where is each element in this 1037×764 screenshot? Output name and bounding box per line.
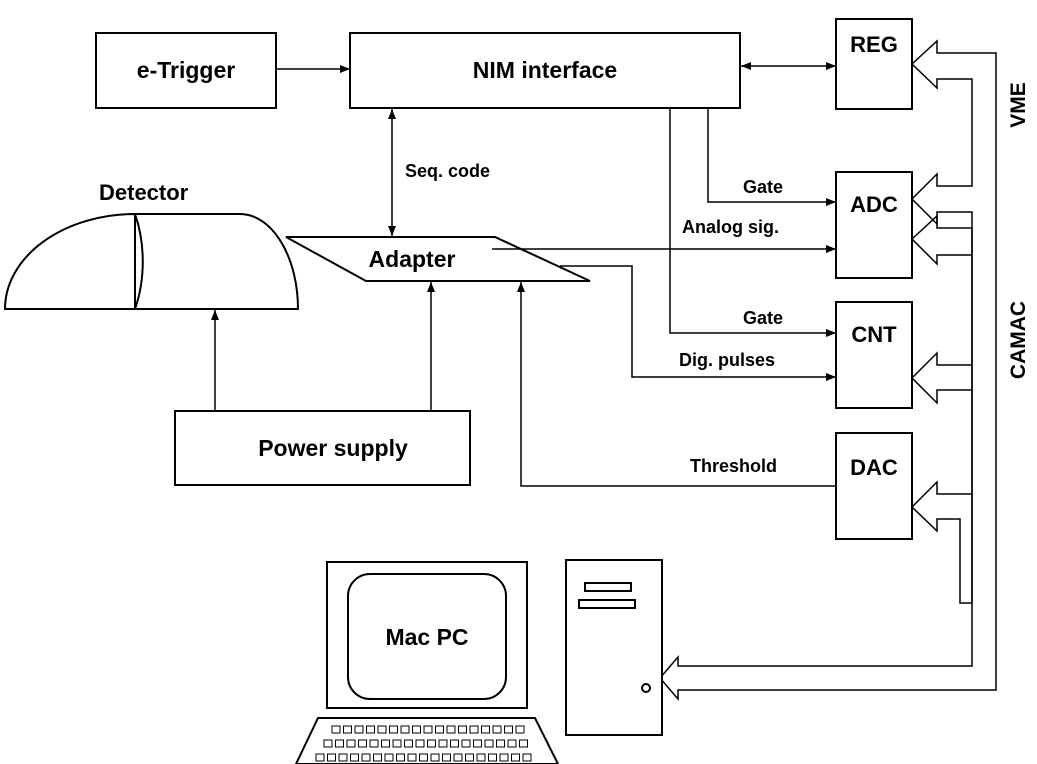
keyboard-key bbox=[343, 725, 352, 734]
keyboard-key bbox=[331, 725, 341, 734]
detector-label: Detector bbox=[99, 180, 189, 205]
monitor: Mac PC bbox=[326, 561, 528, 709]
keyboard-key bbox=[458, 725, 467, 734]
cnt-label: CNT bbox=[851, 322, 897, 347]
vme-label: VME bbox=[1007, 82, 1030, 128]
threshold-line bbox=[517, 282, 836, 487]
vme-bus bbox=[659, 39, 997, 702]
keyboard-key bbox=[465, 753, 474, 762]
adapter-label: Adapter bbox=[369, 246, 456, 272]
keyboard-key bbox=[427, 739, 436, 748]
keyboard-key bbox=[323, 739, 333, 748]
keyboard-key bbox=[392, 739, 402, 748]
keyboard-key bbox=[412, 725, 421, 734]
seq-code-label: Seq. code bbox=[405, 161, 490, 181]
reg-block: REG bbox=[835, 18, 913, 110]
keyboard-key bbox=[461, 739, 471, 748]
keyboard-key bbox=[442, 753, 451, 762]
keyboard-key bbox=[481, 725, 490, 734]
keyboard-key bbox=[504, 725, 513, 734]
reg-label: REG bbox=[850, 32, 898, 57]
keyboard-key bbox=[373, 753, 382, 762]
keyboard-key bbox=[358, 739, 367, 748]
keyboard-key bbox=[396, 753, 405, 762]
threshold-label: Threshold bbox=[690, 456, 777, 476]
keyboard-key bbox=[384, 753, 394, 762]
nim-interface-block: NIM interface bbox=[349, 32, 741, 109]
keyboard-key bbox=[400, 725, 410, 734]
keyboard-key bbox=[419, 753, 428, 762]
camac-bus bbox=[910, 214, 973, 604]
adc-block: ADC bbox=[835, 171, 913, 279]
keyboard-key bbox=[407, 753, 417, 762]
keyboard-key bbox=[496, 739, 505, 748]
dig-pulses-label: Dig. pulses bbox=[679, 350, 775, 370]
cnt-block: CNT bbox=[835, 301, 913, 409]
keyboard-key bbox=[361, 753, 371, 762]
keyboard-key bbox=[499, 753, 509, 762]
mac-pc-label: Mac PC bbox=[385, 624, 468, 650]
keyboard-key bbox=[350, 753, 359, 762]
keyboard-key bbox=[511, 753, 520, 762]
keyboard-key bbox=[484, 739, 494, 748]
analog-sig-label: Analog sig. bbox=[682, 217, 779, 237]
keyboard-key bbox=[389, 725, 398, 734]
keyboard-key bbox=[450, 739, 459, 748]
keyboard-key bbox=[453, 753, 463, 762]
keyboard-key bbox=[522, 753, 532, 762]
digital-pulses-line bbox=[560, 265, 836, 381]
keyboard-key bbox=[404, 739, 413, 748]
keyboard-key bbox=[346, 739, 356, 748]
nim-interface-label: NIM interface bbox=[473, 57, 617, 83]
dac-block: DAC bbox=[835, 432, 913, 540]
power-supply-block: Power supply bbox=[174, 410, 471, 486]
dac-label: DAC bbox=[850, 455, 898, 480]
keyboard-key bbox=[488, 753, 497, 762]
e-trigger-block: e-Trigger bbox=[95, 32, 277, 109]
keyboard-key bbox=[507, 739, 517, 748]
keyboard-key bbox=[327, 753, 336, 762]
detector bbox=[3, 212, 300, 310]
keyboard-key bbox=[366, 725, 375, 734]
keyboard-key bbox=[377, 725, 387, 734]
gate-to-adc-line bbox=[707, 109, 836, 206]
keyboard-key bbox=[435, 725, 444, 734]
keyboard-key bbox=[473, 739, 482, 748]
keyboard-key bbox=[335, 739, 344, 748]
keyboard-key bbox=[519, 739, 528, 748]
keyboard-key bbox=[423, 725, 433, 734]
camac-label: CAMAC bbox=[1007, 301, 1030, 379]
keyboard-icon bbox=[294, 717, 560, 764]
keyboard-key bbox=[315, 753, 325, 762]
computer-tower-icon bbox=[565, 559, 663, 736]
power-supply-label: Power supply bbox=[258, 435, 408, 461]
e-trigger-label: e-Trigger bbox=[137, 57, 235, 83]
keyboard-key bbox=[492, 725, 502, 734]
gate-to-cnt-line bbox=[669, 109, 836, 337]
keyboard-key bbox=[338, 753, 348, 762]
keyboard-key bbox=[369, 739, 379, 748]
adapter-block: Adapter bbox=[285, 236, 591, 282]
keyboard-key bbox=[476, 753, 486, 762]
gate-adc-label: Gate bbox=[743, 177, 783, 197]
keyboard-key bbox=[515, 725, 525, 734]
adc-label: ADC bbox=[850, 192, 898, 217]
keyboard-key bbox=[430, 753, 440, 762]
keyboard-key bbox=[438, 739, 448, 748]
keyboard-key bbox=[381, 739, 390, 748]
keyboard-key bbox=[446, 725, 456, 734]
gate-cnt-label: Gate bbox=[743, 308, 783, 328]
keyboard-key bbox=[469, 725, 479, 734]
keyboard-key bbox=[415, 739, 425, 748]
keyboard-key bbox=[354, 725, 364, 734]
